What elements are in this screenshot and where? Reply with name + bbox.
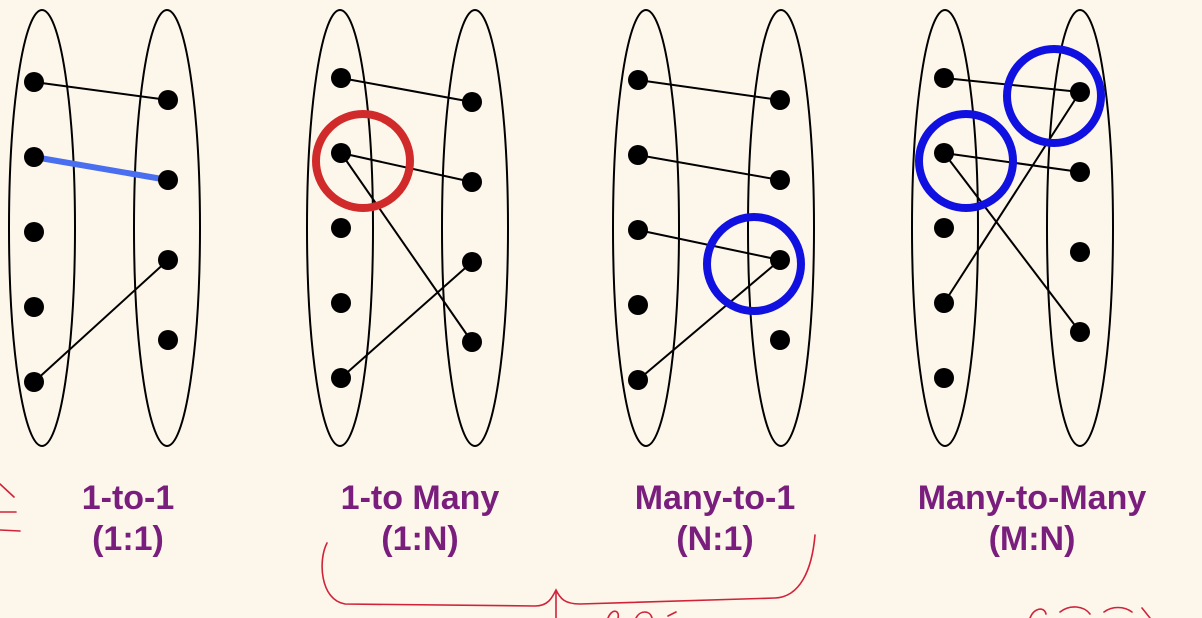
left-set-ellipse — [911, 9, 979, 447]
right-entity-node — [462, 172, 482, 192]
left-entity-node — [628, 70, 648, 90]
caption-title: 1-to-1 — [81, 479, 175, 517]
bottom-right-scribble-annotation — [1029, 606, 1151, 618]
left-entity-node — [331, 68, 351, 88]
right-entity-node — [770, 250, 790, 270]
right-entity-node — [1070, 242, 1090, 262]
relation-link — [33, 259, 169, 383]
left-entity-node — [331, 293, 351, 313]
highlight-ring — [1003, 45, 1105, 147]
highlight-ring — [703, 213, 805, 315]
right-entity-node — [770, 90, 790, 110]
left-set-ellipse — [306, 9, 374, 447]
caption-title: Many-to-1 — [634, 479, 796, 517]
panel-many-to-one — [612, 9, 815, 447]
bottom-scribble-annotation — [607, 610, 677, 618]
left-entity-node — [331, 218, 351, 238]
margin-scribble-annotation — [0, 483, 21, 532]
relation-link — [943, 91, 1081, 304]
right-entity-node — [462, 92, 482, 112]
relation-link — [340, 77, 473, 103]
panel-one-to-one — [8, 9, 201, 447]
panel-one-to-many — [306, 9, 509, 447]
left-entity-node — [24, 372, 44, 392]
left-entity-node — [934, 368, 954, 388]
left-entity-node — [934, 143, 954, 163]
caption-notation: (N:1) — [676, 520, 754, 558]
panel-many-to-many — [911, 9, 1114, 447]
relation-link — [637, 154, 781, 181]
left-entity-node — [24, 147, 44, 167]
right-set-ellipse — [133, 9, 201, 447]
right-entity-node — [158, 330, 178, 350]
caption-one-to-many: 1-to Many (1:N) — [310, 478, 530, 560]
left-entity-node — [934, 293, 954, 313]
relation-link — [340, 261, 473, 379]
left-entity-node — [934, 218, 954, 238]
right-entity-node — [158, 170, 178, 190]
caption-one-to-one: 1-to-1 (1:1) — [43, 478, 213, 560]
right-entity-node — [770, 330, 790, 350]
highlight-ring — [312, 110, 414, 212]
relation-link — [637, 79, 781, 101]
handwritten-annotations — [0, 483, 1151, 618]
highlighted-link — [33, 154, 169, 183]
left-set-ellipse — [612, 9, 680, 447]
right-entity-node — [1070, 162, 1090, 182]
right-entity-node — [158, 90, 178, 110]
left-entity-node — [331, 143, 351, 163]
right-entity-node — [158, 250, 178, 270]
relation-link — [637, 259, 781, 381]
right-entity-node — [770, 170, 790, 190]
right-set-ellipse — [441, 9, 509, 447]
caption-title: 1-to Many — [340, 479, 500, 517]
caption-notation: (1:N) — [381, 520, 459, 558]
left-entity-node — [24, 297, 44, 317]
highlight-ring — [915, 110, 1017, 212]
left-entity-node — [628, 295, 648, 315]
caption-many-to-many: Many-to-Many (M:N) — [876, 478, 1188, 560]
right-entity-node — [1070, 82, 1090, 102]
relation-link — [33, 81, 169, 101]
left-entity-node — [628, 370, 648, 390]
left-entity-node — [24, 72, 44, 92]
caption-notation: (1:1) — [92, 520, 164, 558]
right-entity-node — [1070, 322, 1090, 342]
caption-notation: (M:N) — [988, 520, 1076, 558]
right-entity-node — [462, 332, 482, 352]
right-set-ellipse — [1046, 9, 1114, 447]
relation-link — [340, 152, 473, 343]
left-entity-node — [628, 220, 648, 240]
curly-brace-annotation — [321, 534, 816, 607]
left-entity-node — [331, 368, 351, 388]
caption-title: Many-to-Many — [917, 479, 1147, 517]
left-entity-node — [628, 145, 648, 165]
left-set-ellipse — [8, 9, 76, 447]
caption-many-to-one: Many-to-1 (N:1) — [600, 478, 830, 560]
relation-link — [943, 152, 1081, 333]
right-entity-node — [462, 252, 482, 272]
left-entity-node — [24, 222, 44, 242]
right-set-ellipse — [747, 9, 815, 447]
left-entity-node — [934, 68, 954, 88]
